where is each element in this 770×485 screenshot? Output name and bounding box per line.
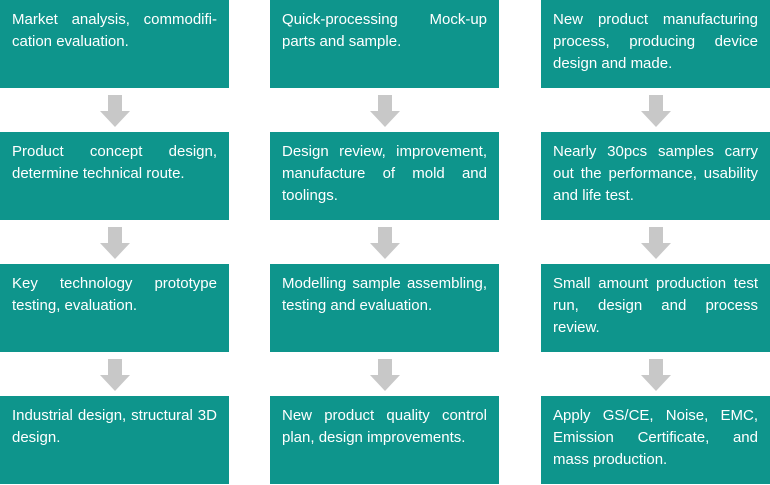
step-box: Modelling sample assembling, testing and… [270,264,499,352]
step-box: New product quality control plan, design… [270,396,499,484]
step-box: Apply GS/CE, Noise, EMC, Emission Certif… [541,396,770,484]
down-arrow-icon [641,359,671,391]
step-text: Market analysis, commodifi-cation evalua… [12,11,217,50]
down-arrow-icon [641,227,671,259]
down-arrow-icon [641,95,671,127]
step-text: Key technology prototype testing, evalua… [12,275,217,314]
step-text: New product quality control plan, design… [282,407,487,446]
step-box: Design review, improvement, manufacture … [270,132,499,220]
step-text: Design review, improvement, manufacture … [282,143,487,204]
down-arrow-icon [100,227,130,259]
down-arrow-icon [100,95,130,127]
down-arrow-icon [370,359,400,391]
down-arrow-icon [370,95,400,127]
step-text: Modelling sample assembling, testing and… [282,275,487,314]
down-arrow-icon [370,227,400,259]
step-text: Industrial design, structural 3D design. [12,407,217,446]
step-box: Industrial design, structural 3D design. [0,396,229,484]
step-box: New product manufacturing process, produ… [541,0,770,88]
step-box: Market analysis, commodifi-cation evalua… [0,0,229,88]
step-box: Nearly 30pcs samples carry out the perfo… [541,132,770,220]
step-box: Small amount production test run, design… [541,264,770,352]
down-arrow-icon [100,359,130,391]
step-box: Product concept design, determine techni… [0,132,229,220]
step-text: Small amount production test run, design… [553,275,758,336]
step-box: Key technology prototype testing, evalua… [0,264,229,352]
step-text: Nearly 30pcs samples carry out the perfo… [553,143,758,204]
step-box: Quick-processing Mock-up parts and sampl… [270,0,499,88]
step-text: Quick-processing Mock-up parts and sampl… [282,11,487,50]
step-text: Apply GS/CE, Noise, EMC, Emission Certif… [553,407,758,468]
step-text: New product manufacturing process, produ… [553,11,758,72]
step-text: Product concept design, determine techni… [12,143,217,182]
